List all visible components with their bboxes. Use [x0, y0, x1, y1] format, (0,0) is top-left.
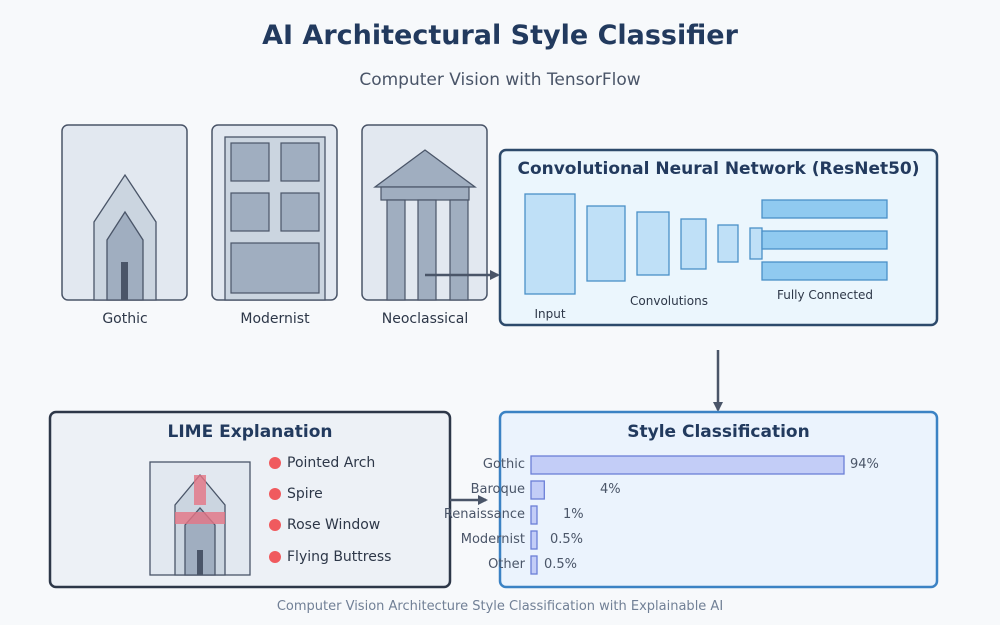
modernist-building-icon	[224, 136, 326, 301]
page-subtitle: Computer Vision with TensorFlow	[359, 70, 641, 90]
lime-feature-rose-window: Rose Window	[287, 517, 381, 533]
bar-modernist	[530, 530, 538, 550]
footer-caption: Computer Vision Architecture Style Class…	[276, 599, 724, 614]
bar-value-other: 0.5%	[544, 557, 578, 572]
bar-label-baroque: Baroque	[470, 482, 525, 497]
cnn-panel	[498, 148, 939, 327]
lime-panel	[48, 410, 452, 589]
bar-value-baroque: 4%	[600, 482, 621, 497]
lime-feature-flying-buttress: Flying Buttress	[287, 549, 392, 565]
thumbnail-label-neoclassical: Neoclassical	[381, 311, 469, 327]
bar-value-gothic: 94%	[850, 457, 879, 472]
thumbnail-label-gothic: Gothic	[102, 311, 148, 327]
classification-title: Style Classification	[627, 422, 810, 442]
bar-label-gothic: Gothic	[482, 457, 525, 472]
bar-baroque	[530, 480, 545, 500]
conv-layer-5	[749, 227, 763, 260]
bar-value-modernist: 0.5%	[550, 532, 584, 547]
gothic-thumbnail[interactable]	[61, 124, 188, 301]
bar-gothic	[530, 455, 845, 475]
lime-title: LIME Explanation	[167, 422, 333, 442]
bar-label-modernist: Modernist	[460, 532, 525, 547]
bar-value-renaissance: 1%	[563, 507, 584, 522]
bar-renaissance	[530, 505, 538, 525]
lime-feature-dot	[269, 457, 281, 469]
cnn-title: Convolutional Neural Network (ResNet50)	[517, 159, 920, 179]
lime-feature-spire: Spire	[287, 486, 323, 502]
classification-bars	[530, 455, 845, 575]
lime-highlight-arch	[175, 512, 225, 524]
input-layer	[524, 193, 576, 295]
neoclassical-thumbnail[interactable]	[361, 124, 488, 301]
lime-feature-dot	[269, 488, 281, 500]
conv-layer-4	[717, 224, 739, 263]
lime-feature-pointed-arch: Pointed Arch	[287, 455, 376, 471]
lime-building-icon	[149, 461, 251, 576]
cnn-fc-label: Fully Connected	[776, 288, 874, 302]
lime-feature-dots	[269, 457, 281, 563]
fc-layer-1	[761, 199, 888, 219]
modernist-thumbnail[interactable]	[211, 124, 338, 301]
conv-layer-2	[636, 211, 670, 276]
gothic-building-icon	[93, 173, 157, 301]
conv-layer-1	[586, 205, 626, 282]
cnn-input-label: Input	[534, 307, 566, 321]
lime-highlight-spire	[194, 475, 206, 505]
thumbnail-label-modernist: Modernist	[240, 311, 310, 327]
bar-other	[530, 555, 538, 575]
lime-feature-dot	[269, 551, 281, 563]
bar-label-other: Other	[488, 557, 525, 572]
fc-layer-2	[761, 230, 888, 250]
bar-label-renaissance: Renaissance	[443, 507, 525, 522]
fc-layer-3	[761, 261, 888, 281]
cnn-conv-label: Convolutions	[630, 294, 708, 308]
lime-feature-dot	[269, 519, 281, 531]
conv-layer-3	[680, 218, 707, 270]
page-title: AI Architectural Style Classifier	[262, 20, 738, 51]
